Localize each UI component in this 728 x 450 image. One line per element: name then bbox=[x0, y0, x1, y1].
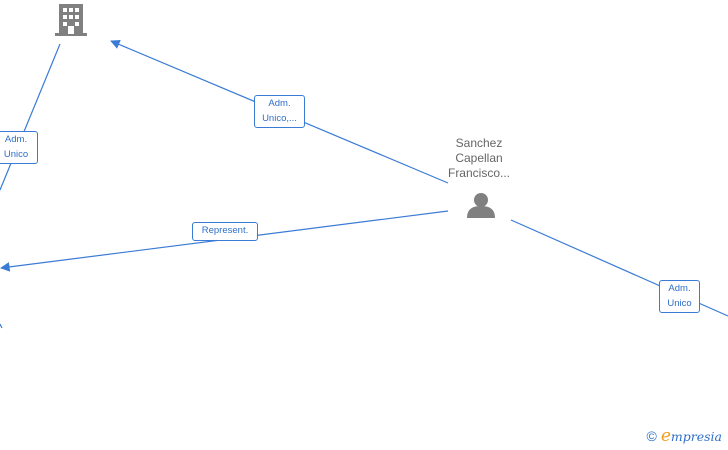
brand-watermark: © e mpresia bbox=[647, 426, 722, 446]
edge-label-company-left[interactable]: Adm. Unico bbox=[0, 131, 38, 164]
edge-label-person-company[interactable]: Adm. Unico,... bbox=[254, 95, 305, 128]
edge-stub-left bbox=[0, 323, 3, 329]
person-name-label[interactable]: Sanchez Capellan Francisco... bbox=[434, 136, 524, 181]
edge-label-line: Represent. bbox=[201, 225, 249, 236]
edge-label-line: Unico bbox=[3, 148, 29, 160]
edge-label-line: Unico,... bbox=[262, 112, 297, 124]
person-icon[interactable] bbox=[467, 193, 495, 218]
edge-label-line: Adm. bbox=[4, 134, 28, 145]
person-name-line-2: Capellan bbox=[455, 151, 503, 165]
person-name-line-3: Francisco... bbox=[447, 166, 510, 180]
edge-company-left bbox=[0, 43, 61, 191]
building-icon[interactable] bbox=[55, 4, 87, 36]
copyright-symbol: © bbox=[646, 428, 657, 444]
edge-label-line: Adm. bbox=[268, 98, 291, 109]
edge-label-line: Unico bbox=[667, 297, 692, 309]
brand-logo-initial: e bbox=[660, 426, 671, 446]
edge-label-person-right[interactable]: Adm. Unico bbox=[659, 280, 700, 313]
person-name-line-1: Sanchez bbox=[455, 136, 503, 150]
edge-label-line: Adm. bbox=[668, 283, 691, 294]
edge-label-person-left[interactable]: Represent. bbox=[192, 222, 258, 241]
brand-logo-text: mpresia bbox=[670, 429, 722, 444]
